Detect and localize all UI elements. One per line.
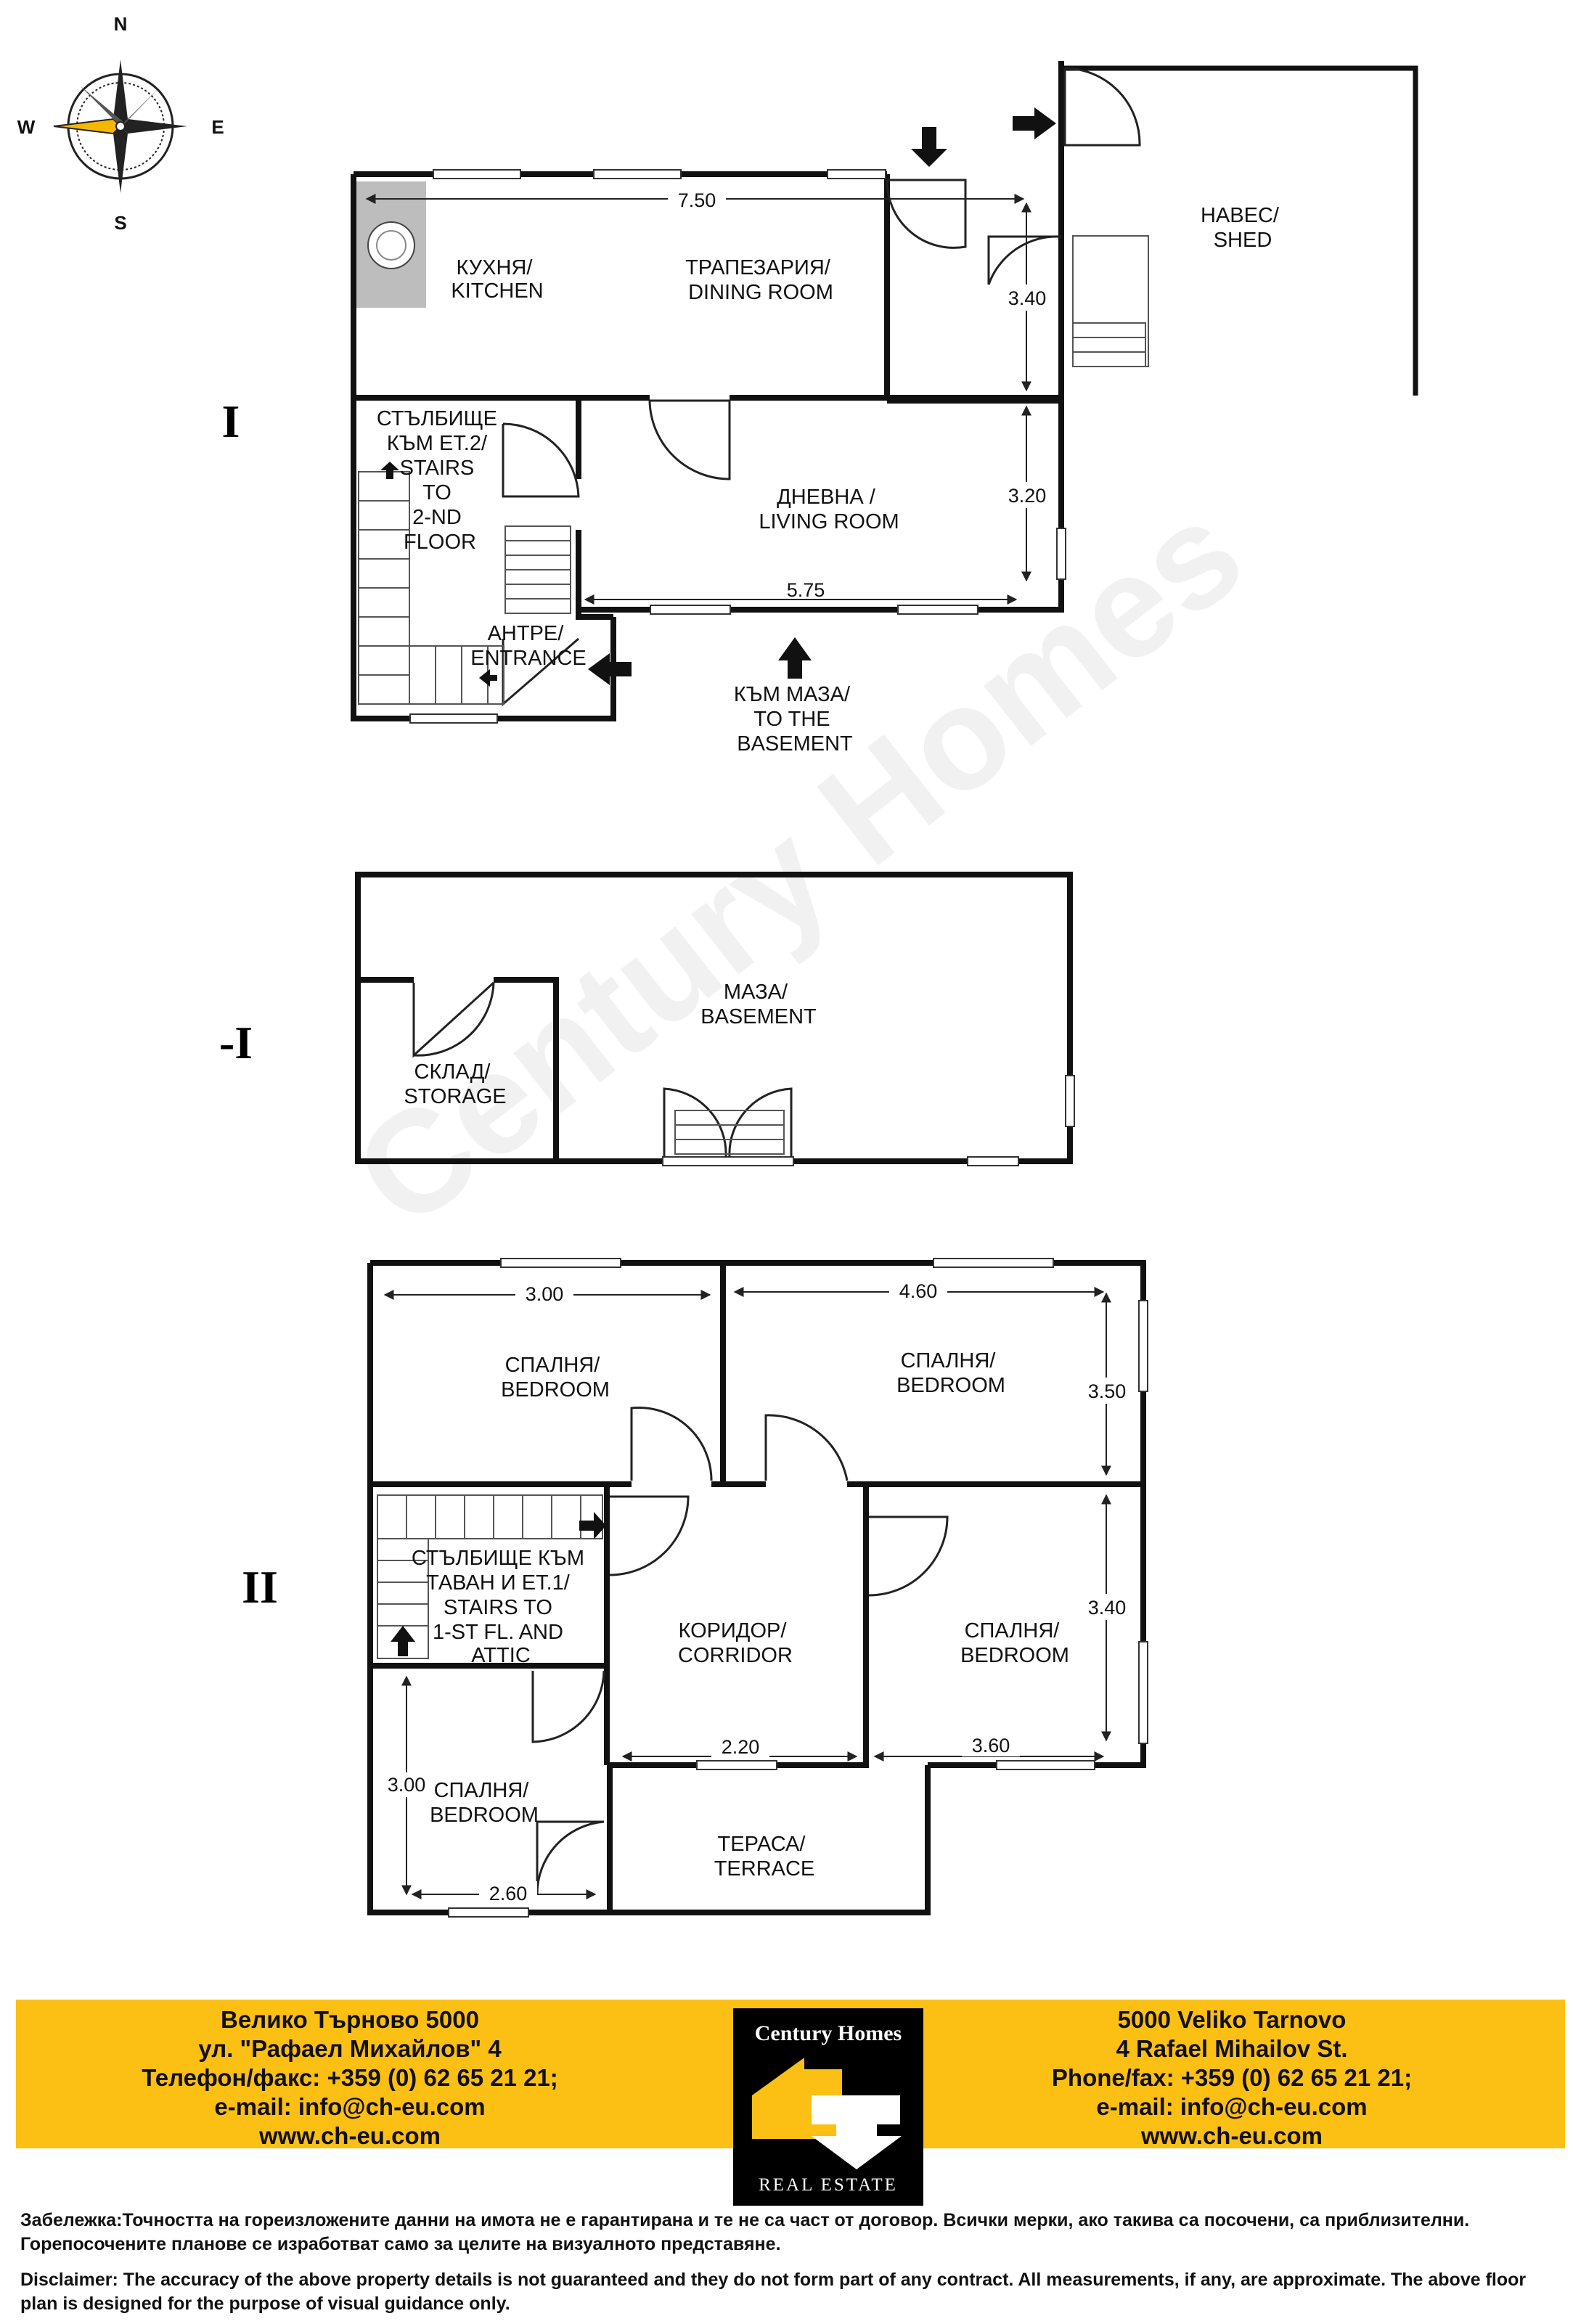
floor-label-ground: I	[222, 396, 240, 447]
second-windows	[448, 1258, 1148, 1918]
dim-living-height: 3.20	[1008, 485, 1047, 507]
address-en: 5000 Veliko Tarnovo 4 Rafael Mihailov St…	[923, 2005, 1540, 2151]
website-link-bg[interactable]: www.ch-eu.com	[259, 2122, 441, 2149]
compass-north-label: N	[114, 13, 128, 35]
dim-bed4-height: 3.00	[388, 1774, 426, 1796]
email-link-en[interactable]: e-mail: info@ch-eu.com	[1096, 2093, 1368, 2120]
compass-icon	[53, 60, 187, 193]
ground-stairs	[358, 235, 1149, 705]
room-entrance-label: АНТРЕ/ ENTRANCE	[470, 622, 587, 670]
century-homes-logo: Century Homes REAL ESTATE	[733, 2008, 923, 2206]
basement-walls	[355, 872, 1073, 1164]
dim-living-width: 5.75	[787, 579, 825, 601]
stair-arrow-icon	[479, 669, 497, 687]
room-dining-label: ТРАПЕЗАРИЯ/ DINING ROOM	[685, 256, 836, 304]
ground-arrows	[380, 107, 1056, 687]
ground-floor-walls	[351, 61, 1418, 721]
room-living-label: ДНЕВНА / LIVING ROOM	[759, 486, 899, 533]
arrow-left-icon	[588, 653, 632, 685]
room-kitchen-label: КУХНЯ/ KITCHEN	[451, 256, 543, 303]
room-basement-label: МАЗА/ BASEMENT	[700, 981, 817, 1028]
room-shed-label: НАВЕС/ SHED	[1201, 204, 1285, 252]
dim-corridor-width: 2.20	[722, 1736, 760, 1758]
arrow-up-icon	[778, 637, 812, 679]
logo-name: Century Homes	[754, 2021, 902, 2045]
compass-west-label: W	[17, 116, 36, 138]
sink-icon	[367, 221, 415, 269]
to-basement-label: КЪМ МАЗА/ TO THE BASEMENT	[734, 683, 856, 756]
arrow-right-icon	[1013, 107, 1056, 139]
logo-subtitle: REAL ESTATE	[759, 2175, 898, 2195]
website-link-en[interactable]: www.ch-eu.com	[1141, 2122, 1323, 2149]
dim-bed1-width: 3.00	[526, 1283, 564, 1305]
compass-south-label: S	[114, 212, 126, 234]
arrow-down-icon	[911, 127, 947, 167]
room-bedroom-4-label: СПАЛНЯ/ BEDROOM	[430, 1779, 539, 1827]
dim-bed3-width: 3.60	[972, 1735, 1010, 1756]
dim-dining-height: 3.40	[1008, 287, 1047, 309]
room-corridor-label: КОРИДОР/ CORRIDOR	[678, 1619, 793, 1667]
email-link-bg[interactable]: e-mail: info@ch-eu.com	[214, 2093, 486, 2120]
room-terrace-label: ТЕРАСА/ TERRACE	[714, 1833, 815, 1881]
dim-dining-width: 7.50	[678, 189, 716, 211]
room-bedroom-2-label: СПАЛНЯ/ BEDROOM	[896, 1349, 1005, 1397]
compass-east-label: E	[211, 116, 224, 138]
disclaimer-bg: Забележка:Точността на гореизложените да…	[20, 2210, 1470, 2254]
second-stairs	[377, 1494, 603, 1659]
room-bedroom-3-label: СПАЛНЯ/ BEDROOM	[960, 1619, 1069, 1667]
room-stairs-2-label: СТЪЛБИЩЕ КЪМ ТАВАН И ЕТ.1/ STAIRS TO 1-S…	[412, 1547, 590, 1667]
dim-bed3-height: 3.40	[1088, 1597, 1127, 1619]
floor-label-second: II	[242, 1561, 278, 1613]
basement-doors	[412, 981, 793, 1158]
dim-bed2-height: 3.50	[1088, 1380, 1127, 1402]
disclaimer-en: Disclaimer: The accuracy of the above pr…	[20, 2270, 1527, 2314]
basement-windows	[662, 1075, 1075, 1166]
floor-label-basement: -I	[219, 1017, 253, 1068]
address-bg: Велико Търново 5000 ул. "Рафаел Михайлов…	[45, 2005, 655, 2151]
stair-arrow-up-icon	[391, 1626, 415, 1656]
dim-bed4-width: 2.60	[489, 1883, 528, 1904]
room-stairs-label: СТЪЛБИЩЕ КЪМ ЕТ.2/ STAIRS TO 2-ND FLOOR	[377, 407, 503, 554]
stair-up-arrow-icon	[380, 462, 399, 479]
house-arrow-icon	[752, 2058, 902, 2169]
ground-windows	[409, 169, 1066, 724]
room-storage-label: СКЛАД/ STORAGE	[404, 1060, 506, 1108]
room-bedroom-1-label: СПАЛНЯ/ BEDROOM	[501, 1354, 610, 1402]
stair-arrow-right-icon	[579, 1512, 606, 1539]
dim-bed2-width: 4.60	[899, 1280, 938, 1302]
